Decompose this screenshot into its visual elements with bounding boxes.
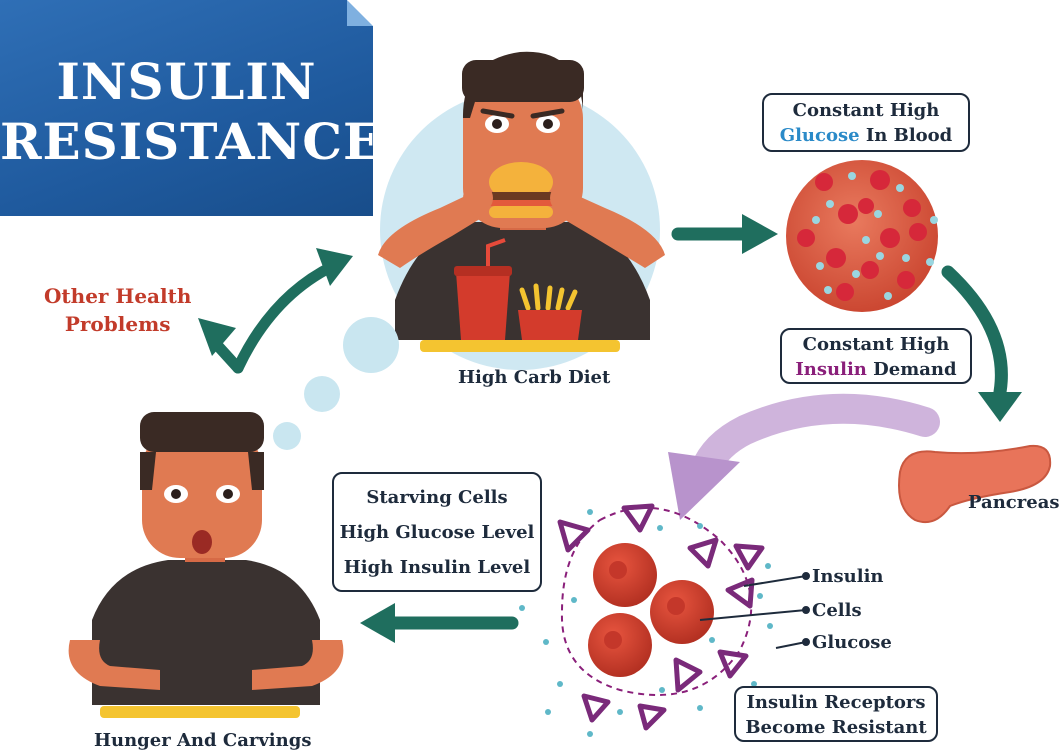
left-arm — [378, 190, 488, 268]
right-arm — [555, 190, 665, 268]
fries — [519, 283, 578, 311]
right-hand — [550, 183, 580, 213]
insulin-triangles — [557, 503, 765, 731]
starving-line-1: Starving Cells — [366, 487, 508, 508]
legend-pointers — [699, 572, 810, 649]
glucose-box-line2: Glucose In Blood — [764, 123, 968, 148]
insulin-demand-box: Constant High Insulin Demand — [780, 328, 972, 384]
head — [142, 430, 262, 558]
title-line-1: INSULIN — [56, 52, 317, 111]
receptors-line2: Become Resistant — [745, 717, 927, 738]
thought-bubbles — [273, 317, 399, 450]
glucose-highlight: Glucose — [779, 125, 860, 146]
fries-box — [518, 310, 582, 340]
insulin-box-line2: Insulin Demand — [782, 357, 970, 382]
tray — [420, 340, 620, 352]
legend-cells: Cells — [812, 600, 862, 621]
title-line-2: RESISTANCE — [0, 112, 383, 171]
arrow-diet-to-blood — [671, 214, 778, 254]
other-health-label: Other Health Problems — [44, 282, 191, 338]
starving-line-2: High Glucose Level — [339, 522, 535, 543]
glucose-box: Constant High Glucose In Blood — [762, 93, 970, 152]
legend-insulin: Insulin — [812, 566, 884, 587]
glucose-dots — [812, 172, 938, 300]
left-arm — [68, 640, 160, 690]
glucose-box-line1: Constant High — [792, 100, 940, 121]
double-arrow-health-diet — [198, 248, 353, 374]
red-blood-cells — [797, 170, 927, 301]
pancreas-label: Pancreas — [968, 492, 1059, 513]
high-carb-diet-label: High Carb Diet — [458, 367, 611, 388]
starving-cells-box: Starving Cells High Glucose Level High I… — [332, 472, 542, 592]
insulin-box-line1: Constant High — [802, 334, 950, 355]
empty-tray — [100, 706, 300, 718]
man-eating-illustration — [378, 51, 665, 370]
receptors-line1: Insulin Receptors — [746, 692, 926, 713]
torso — [395, 222, 650, 340]
blood-circle — [786, 160, 938, 312]
starving-line-3: High Insulin Level — [343, 557, 531, 578]
left-hand — [463, 183, 493, 213]
insulin-receptors-box: Insulin Receptors Become Resistant — [734, 686, 938, 742]
hair — [140, 412, 264, 452]
hair-top — [462, 60, 584, 102]
banner-fold — [347, 0, 373, 26]
insulin-highlight: Insulin — [795, 359, 867, 380]
other-health-line2: Problems — [64, 312, 171, 336]
pancreas-organ — [898, 444, 1052, 524]
right-arm — [252, 640, 344, 690]
open-mouth — [192, 530, 212, 554]
torso — [92, 560, 320, 705]
title-banner: INSULIN RESISTANCE — [0, 0, 383, 216]
other-health-line1: Other Health — [44, 284, 192, 308]
insulin-box-rest: Demand — [866, 359, 957, 380]
arrow-blood-to-pancreas — [941, 265, 1022, 422]
soda-cup — [456, 272, 510, 340]
hungry-man-illustration — [68, 412, 344, 718]
arrow-cells-to-hunger — [360, 603, 519, 643]
purple-insulin-arrow — [668, 393, 940, 520]
hunger-label: Hunger And Carvings — [94, 730, 312, 751]
legend-glucose: Glucose — [812, 632, 892, 653]
cells-cluster — [560, 506, 753, 696]
glucose-box-rest: In Blood — [859, 125, 953, 146]
